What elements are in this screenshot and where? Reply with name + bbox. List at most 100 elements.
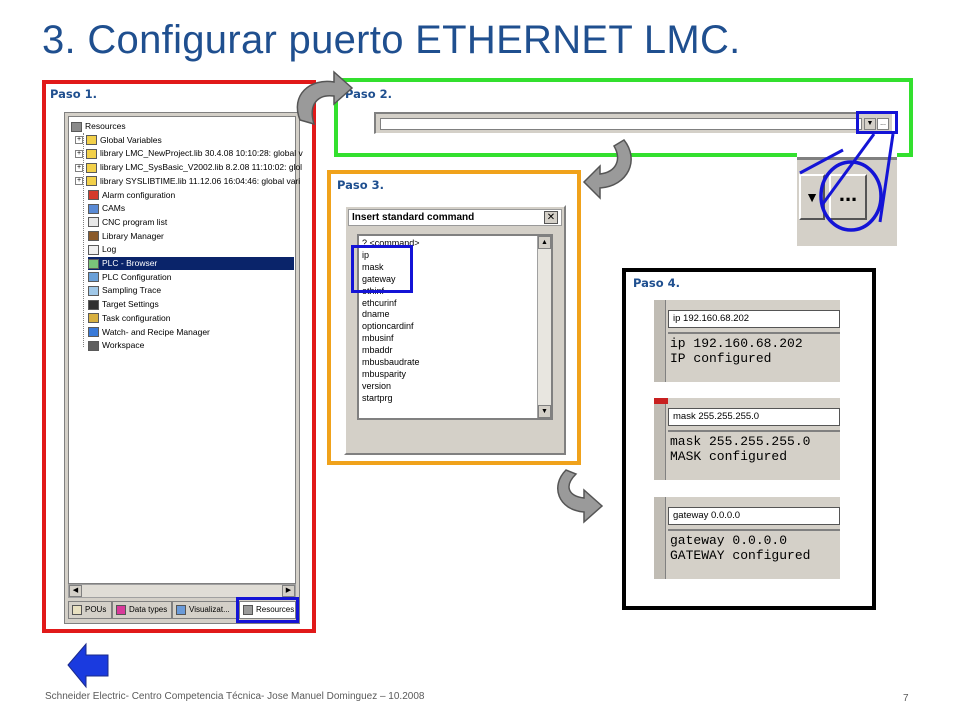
command-list-item[interactable]: ethcurinf: [362, 297, 397, 308]
step3-label: Paso 3.: [337, 178, 384, 192]
command-list-scrollbar[interactable]: ▲ ▼: [537, 236, 551, 418]
expand-icon[interactable]: +: [75, 149, 83, 158]
arrow-step3-to-step4-icon: [557, 469, 604, 524]
tree-item[interactable]: PLC - Browser: [88, 257, 294, 270]
insert-command-button[interactable]: ...: [877, 118, 889, 130]
tree-item[interactable]: Watch- and Recipe Manager: [88, 326, 210, 339]
commands-highlight: [351, 245, 413, 293]
terminal-side-bar: [654, 497, 666, 579]
tab-resources-label: Resources: [256, 605, 295, 614]
tab-resources[interactable]: Resources: [239, 601, 296, 619]
command-list-item[interactable]: mbusparity: [362, 368, 407, 379]
resources-icon: [71, 121, 82, 132]
tree-item[interactable]: PLC Configuration: [88, 271, 171, 284]
visualization-icon: [176, 605, 186, 615]
command-list-item[interactable]: optioncardinf: [362, 321, 414, 332]
step3-frame: [327, 170, 581, 465]
page-title: 3. Configurar puerto ETHERNET LMC.: [42, 18, 741, 62]
tree-item-label: CAMs: [102, 203, 126, 214]
tree-item-label: Alarm configuration: [102, 189, 176, 200]
tab-pous[interactable]: POUs: [68, 601, 112, 619]
command-list-item[interactable]: mbusinf: [362, 333, 394, 344]
command-list-item[interactable]: dname: [362, 309, 390, 320]
command-list-item[interactable]: mbusbaudrate: [362, 357, 420, 367]
tree-item[interactable]: Workspace: [88, 339, 144, 352]
tree-item[interactable]: Alarm configuration: [88, 189, 175, 202]
tree-item[interactable]: Library Manager: [88, 230, 164, 243]
command-list-item[interactable]: mask: [362, 261, 384, 272]
tree-item[interactable]: Target Settings: [88, 298, 159, 311]
back-arrow-icon[interactable]: [67, 642, 109, 689]
resources-window: Resources+Global Variables+library LMC_N…: [64, 112, 303, 624]
terminal-command-input[interactable]: mask 255.255.255.0: [668, 408, 840, 426]
terminal-output-line: mask 255.255.255.0: [670, 434, 811, 449]
step2-label: Paso 2.: [345, 87, 392, 101]
footer-text: Schneider Electric- Centro Competencia T…: [45, 691, 425, 702]
log-icon: [88, 244, 99, 255]
expand-icon[interactable]: +: [75, 163, 83, 172]
tree-item[interactable]: + library SYSLIBTIME.lib 11.12.06 16:04:4…: [75, 175, 300, 188]
terminal-output-line: GATEWAY configured: [670, 548, 811, 563]
tree-item[interactable]: Task configuration: [88, 312, 171, 325]
tree-item-label: library SYSLIBTIME.lib 11.12.06 16:04:46…: [100, 175, 301, 186]
command-input[interactable]: [380, 118, 862, 130]
command-combo[interactable]: ▼ ...: [374, 112, 892, 134]
terminal-command-input[interactable]: ip 192.160.68.202: [668, 310, 840, 328]
tab-visualization[interactable]: Visualizat...: [172, 601, 237, 619]
horizontal-scrollbar[interactable]: ◀ ▶: [68, 584, 296, 598]
command-list-item[interactable]: version: [362, 380, 392, 391]
plc-config-icon: [88, 272, 99, 283]
tree-item-label: library LMC_SysBasic_V2002.lib 8.2.08 11…: [100, 162, 303, 173]
tree-item-label: CNC program list: [102, 216, 168, 227]
command-list-item[interactable]: ? <command>: [362, 238, 420, 248]
tree-item-label: Sampling Trace: [102, 285, 162, 296]
step4-label: Paso 4.: [633, 276, 680, 290]
tree-connector-line: [83, 133, 84, 347]
terminal-indicator: [654, 398, 668, 404]
terminal-command-input[interactable]: gateway 0.0.0.0: [668, 507, 840, 525]
pous-icon: [72, 605, 82, 615]
expand-icon[interactable]: +: [75, 136, 83, 145]
dots-button-highlight: [856, 111, 898, 134]
command-list-item[interactable]: startprg: [362, 392, 393, 403]
tree-item-label: library LMC_NewProject.lib 30.4.08 10:10…: [100, 148, 303, 159]
command-list-item[interactable]: gateway: [362, 273, 396, 284]
terminal-output-line: gateway 0.0.0.0: [670, 533, 788, 548]
insert-command-dialog: Insert standard command ✕ ▲ ▼ ? <command…: [344, 205, 566, 455]
resources-tab-highlight: [236, 597, 299, 623]
library-icon: [88, 231, 99, 242]
tree-item[interactable]: CNC program list: [88, 216, 167, 229]
tab-data-types[interactable]: Data types: [112, 601, 172, 619]
tree-item[interactable]: Log: [88, 243, 116, 256]
tree-item-label: Resources: [85, 121, 126, 131]
tree-item[interactable]: +Global Variables: [75, 134, 162, 147]
tree-item[interactable]: Resources: [71, 120, 126, 133]
scroll-up-arrow-icon[interactable]: ▲: [538, 236, 551, 249]
tree-item-label: Task configuration: [102, 312, 171, 323]
command-list-item[interactable]: mbaddr: [362, 345, 393, 356]
scroll-down-arrow-icon[interactable]: ▼: [538, 405, 551, 418]
tree-item-label: Workspace: [102, 340, 145, 351]
target-icon: [88, 299, 99, 310]
watch-icon: [88, 327, 99, 337]
tree-item[interactable]: + library LMC_NewProject.lib 30.4.08 10:1…: [75, 147, 303, 160]
terminal-output-line: ip 192.160.68.202: [670, 336, 803, 351]
tree-item[interactable]: CAMs: [88, 202, 125, 215]
tree-item[interactable]: + library LMC_SysBasic_V2002.lib 8.2.08 1…: [75, 161, 302, 174]
tree-item-label: Watch- and Recipe Manager: [102, 326, 210, 337]
close-icon[interactable]: ✕: [544, 211, 558, 224]
tab-data-types-label: Data types: [129, 605, 168, 614]
tree-item-label: PLC - Browser: [102, 258, 158, 268]
tree-item[interactable]: Sampling Trace: [88, 284, 161, 297]
scroll-right-arrow-icon[interactable]: ▶: [282, 585, 295, 597]
expand-icon[interactable]: +: [75, 177, 83, 186]
scroll-left-arrow-icon[interactable]: ◀: [69, 585, 82, 597]
combo-dropdown-button[interactable]: ▼: [864, 118, 876, 130]
command-list-item[interactable]: ip: [362, 249, 370, 260]
